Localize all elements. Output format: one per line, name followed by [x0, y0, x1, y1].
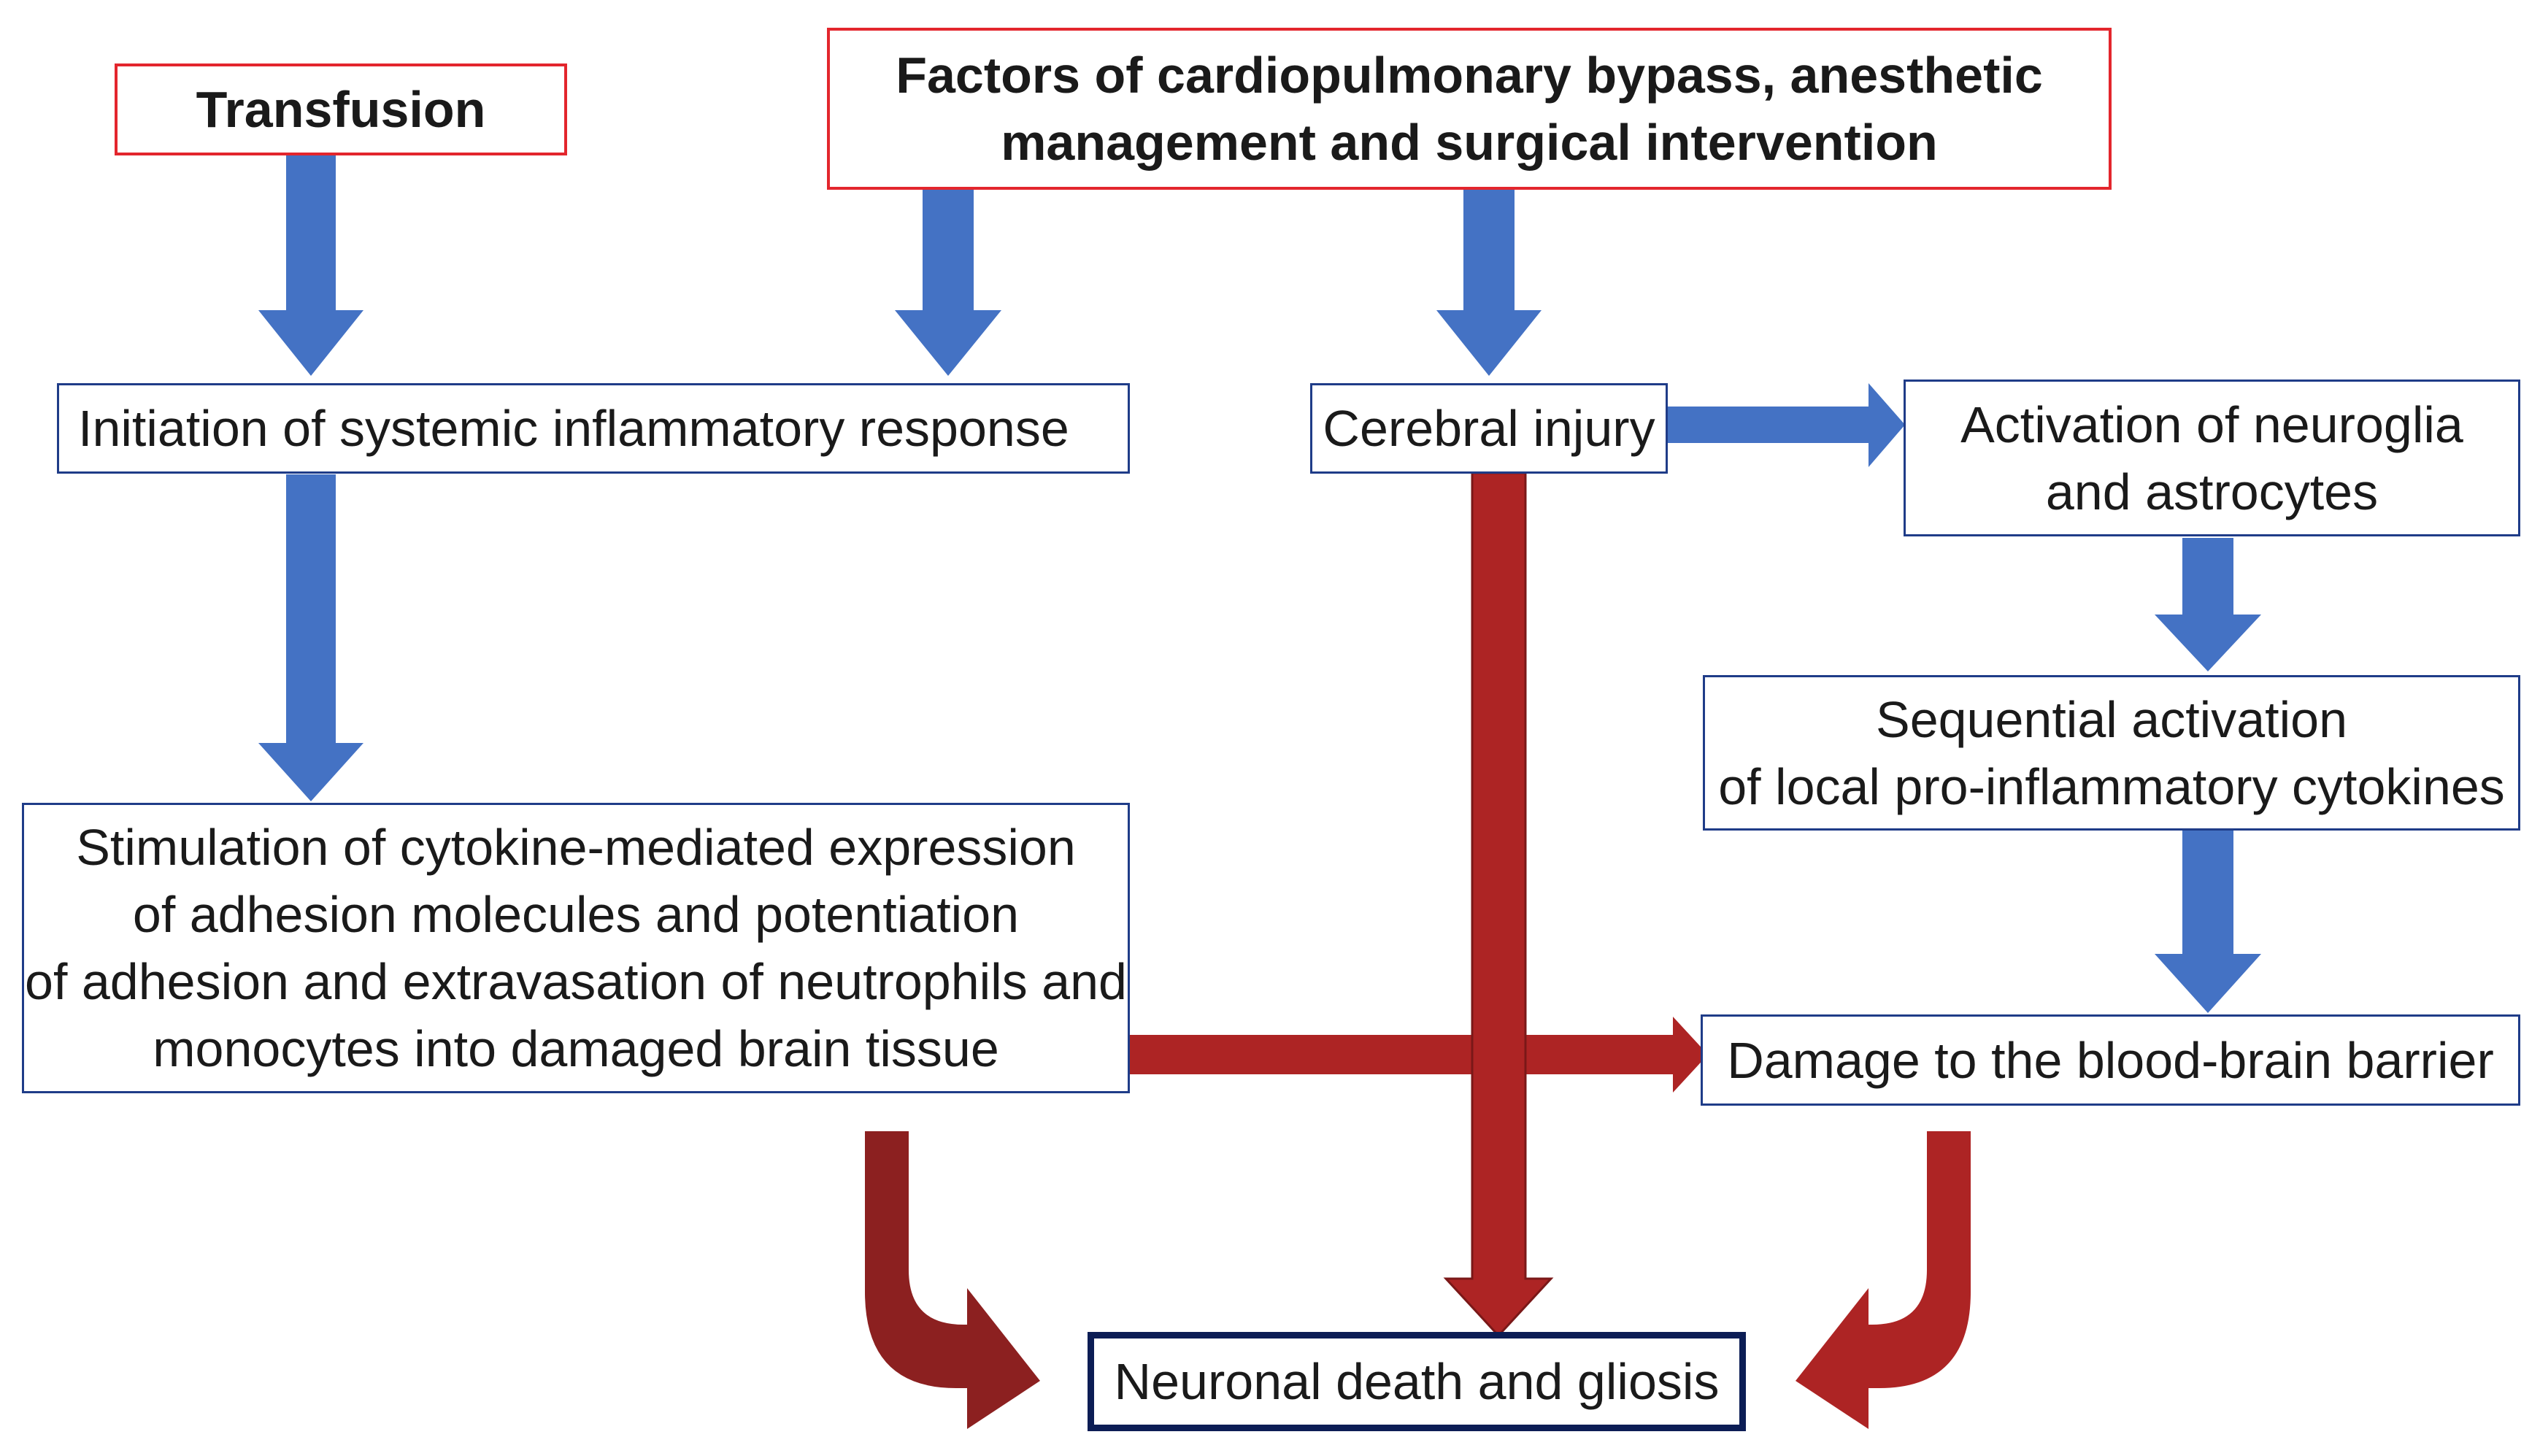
node-adhesion: Stimulation of cytokine-mediated express…	[22, 803, 1130, 1093]
arrow-adhesion-to-bbb	[1128, 1017, 1708, 1093]
node-neuroglia: Activation of neuroglia and astrocytes	[1904, 380, 2520, 536]
arrow-adhesion-to-outcome	[865, 1131, 1040, 1429]
node-outcome-line: Neuronal death and gliosis	[1114, 1353, 1720, 1410]
node-cerebral-injury-text: Cerebral injury	[1323, 395, 1655, 462]
node-adhesion-line: of adhesion molecules and potentiation	[132, 886, 1020, 943]
arrow-transfusion-to-inflammatory-response	[258, 153, 363, 376]
node-cerebral-injury: Cerebral injury	[1310, 383, 1668, 474]
node-adhesion-line: monocytes into damaged brain tissue	[153, 1020, 999, 1077]
node-adhesion-line: Stimulation of cytokine-mediated express…	[76, 819, 1076, 876]
arrow-bbb-to-outcome	[1796, 1131, 1971, 1429]
node-systemic-inflammatory-line: Initiation of systemic inflammatory resp…	[78, 400, 1069, 457]
node-factors-text: Factors of cardiopulmonary bypass, anest…	[896, 42, 2043, 176]
node-factors-line: management and surgical intervention	[1001, 114, 1938, 171]
node-outcome-text: Neuronal death and gliosis	[1115, 1348, 1720, 1415]
arrow-neuroglia-to-cytokines	[2155, 538, 2261, 671]
node-outcome: Neuronal death and gliosis	[1088, 1332, 1746, 1431]
node-bbb: Damage to the blood-brain barrier	[1701, 1014, 2520, 1106]
arrow-factors-to-inflammatory-response	[895, 187, 1001, 376]
node-adhesion-text: Stimulation of cytokine-mediated express…	[25, 814, 1127, 1082]
arrow-inflammatory-response-to-adhesion	[258, 474, 363, 801]
node-cytokines-line: Sequential activation	[1876, 690, 2347, 748]
node-adhesion-line: of adhesion and extravasation of neutrop…	[25, 953, 1127, 1010]
node-transfusion: Transfusion	[115, 63, 567, 155]
node-cytokines: Sequential activation of local pro-infla…	[1703, 675, 2520, 831]
node-transfusion-text: Transfusion	[196, 76, 486, 143]
node-neuroglia-line: and astrocytes	[2045, 463, 2379, 520]
node-factors-line: Factors of cardiopulmonary bypass, anest…	[896, 47, 2043, 104]
node-cytokines-text: Sequential activation of local pro-infla…	[1718, 686, 2505, 820]
node-neuroglia-text: Activation of neuroglia and astrocytes	[1960, 391, 2463, 525]
node-systemic-inflammatory-text: Initiation of systemic inflammatory resp…	[78, 395, 1069, 462]
arrow-factors-to-cerebral-injury	[1436, 187, 1542, 376]
node-cytokines-line: of local pro-inflammatory cytokines	[1718, 758, 2505, 815]
node-factors: Factors of cardiopulmonary bypass, anest…	[827, 28, 2112, 190]
arrow-cytokines-to-bbb	[2155, 831, 2261, 1013]
arrow-cerebral-injury-to-neuroglia	[1668, 383, 1905, 467]
node-transfusion-line: Transfusion	[196, 81, 486, 138]
node-bbb-line: Damage to the blood-brain barrier	[1727, 1031, 2494, 1089]
node-neuroglia-line: Activation of neuroglia	[1960, 396, 2463, 453]
node-cerebral-injury-line: Cerebral injury	[1323, 400, 1655, 457]
node-systemic-inflammatory: Initiation of systemic inflammatory resp…	[57, 383, 1130, 474]
arrow-cerebral-injury-to-outcome	[1443, 471, 1554, 1338]
node-bbb-text: Damage to the blood-brain barrier	[1727, 1027, 2494, 1094]
